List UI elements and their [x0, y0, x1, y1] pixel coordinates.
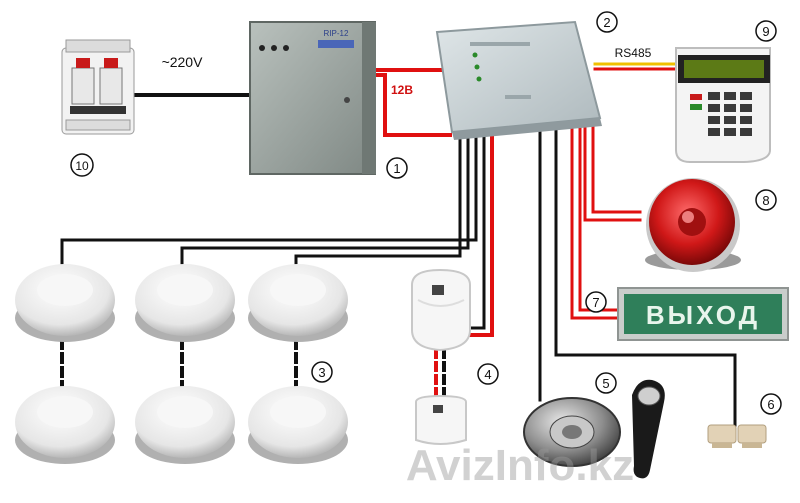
label-12v: 12B	[391, 83, 413, 97]
callout-10: 10	[70, 153, 94, 177]
wire-smoke-2	[180, 133, 470, 267]
power-supply-box-icon: RIP-12	[249, 21, 376, 175]
callout-5: 5	[595, 372, 617, 394]
smoke-detector-icon	[135, 386, 235, 464]
svg-text:8: 8	[762, 193, 769, 208]
touch-memory-reader-icon	[523, 397, 621, 467]
callout-2: 2	[596, 11, 618, 33]
smoke-detector-icon	[248, 264, 348, 342]
callout-8: 8	[755, 189, 777, 211]
motion-sensors	[411, 268, 471, 445]
callout-1: 1	[386, 157, 408, 179]
watermark: AvizInfo.kz	[406, 441, 634, 490]
siren-icon	[645, 178, 741, 272]
wire-siren	[583, 108, 642, 222]
wire-smoke-1	[60, 133, 478, 267]
circuit-breaker-icon	[61, 39, 135, 135]
wire-motion-red	[466, 133, 494, 337]
label-220v: ~220V	[162, 54, 204, 70]
svg-text:10: 10	[75, 159, 89, 173]
smoke-detector-icon	[135, 264, 235, 342]
svg-text:9: 9	[762, 24, 769, 39]
label-rs485: RS485	[615, 46, 652, 60]
wire-exit-2	[578, 123, 620, 312]
svg-text:3: 3	[318, 365, 325, 380]
smoke-detector-icon	[248, 386, 348, 464]
keypad-icon	[675, 47, 771, 163]
wire-12v-b	[373, 73, 452, 137]
wire-siren-2	[591, 108, 642, 214]
wire-magnet	[554, 126, 737, 427]
psu-tag: RIP-12	[324, 29, 349, 38]
callout-4: 4	[477, 363, 499, 385]
smoke-detectors	[15, 264, 348, 464]
svg-text:5: 5	[602, 376, 609, 391]
smoke-detector-icon	[15, 264, 115, 342]
svg-text:7: 7	[592, 295, 599, 310]
smoke-detector-icon	[15, 386, 115, 464]
motion-sensor-icon	[415, 394, 467, 445]
wire-smoke-3	[294, 133, 462, 267]
exit-sign-text: ВЫХОД	[646, 300, 760, 330]
callout-9: 9	[755, 20, 777, 42]
control-panel-icon	[435, 20, 602, 140]
callouts: 1 2 3 4 5 6 7 8 9 10	[70, 11, 782, 415]
svg-text:6: 6	[767, 397, 774, 412]
callout-6: 6	[760, 393, 782, 415]
ibutton-key-icon	[632, 379, 665, 479]
callout-7: 7	[585, 291, 607, 313]
exit-sign-icon: ВЫХОД	[617, 287, 789, 341]
wire-exit	[570, 123, 620, 320]
motion-sensor-icon	[411, 268, 471, 352]
wiring	[60, 62, 737, 427]
svg-text:4: 4	[484, 367, 491, 382]
callout-3: 3	[311, 361, 333, 383]
door-magnet-contact-icon	[707, 424, 767, 448]
svg-text:1: 1	[393, 161, 400, 176]
svg-text:2: 2	[603, 15, 610, 30]
wire-motion-black	[466, 133, 486, 330]
